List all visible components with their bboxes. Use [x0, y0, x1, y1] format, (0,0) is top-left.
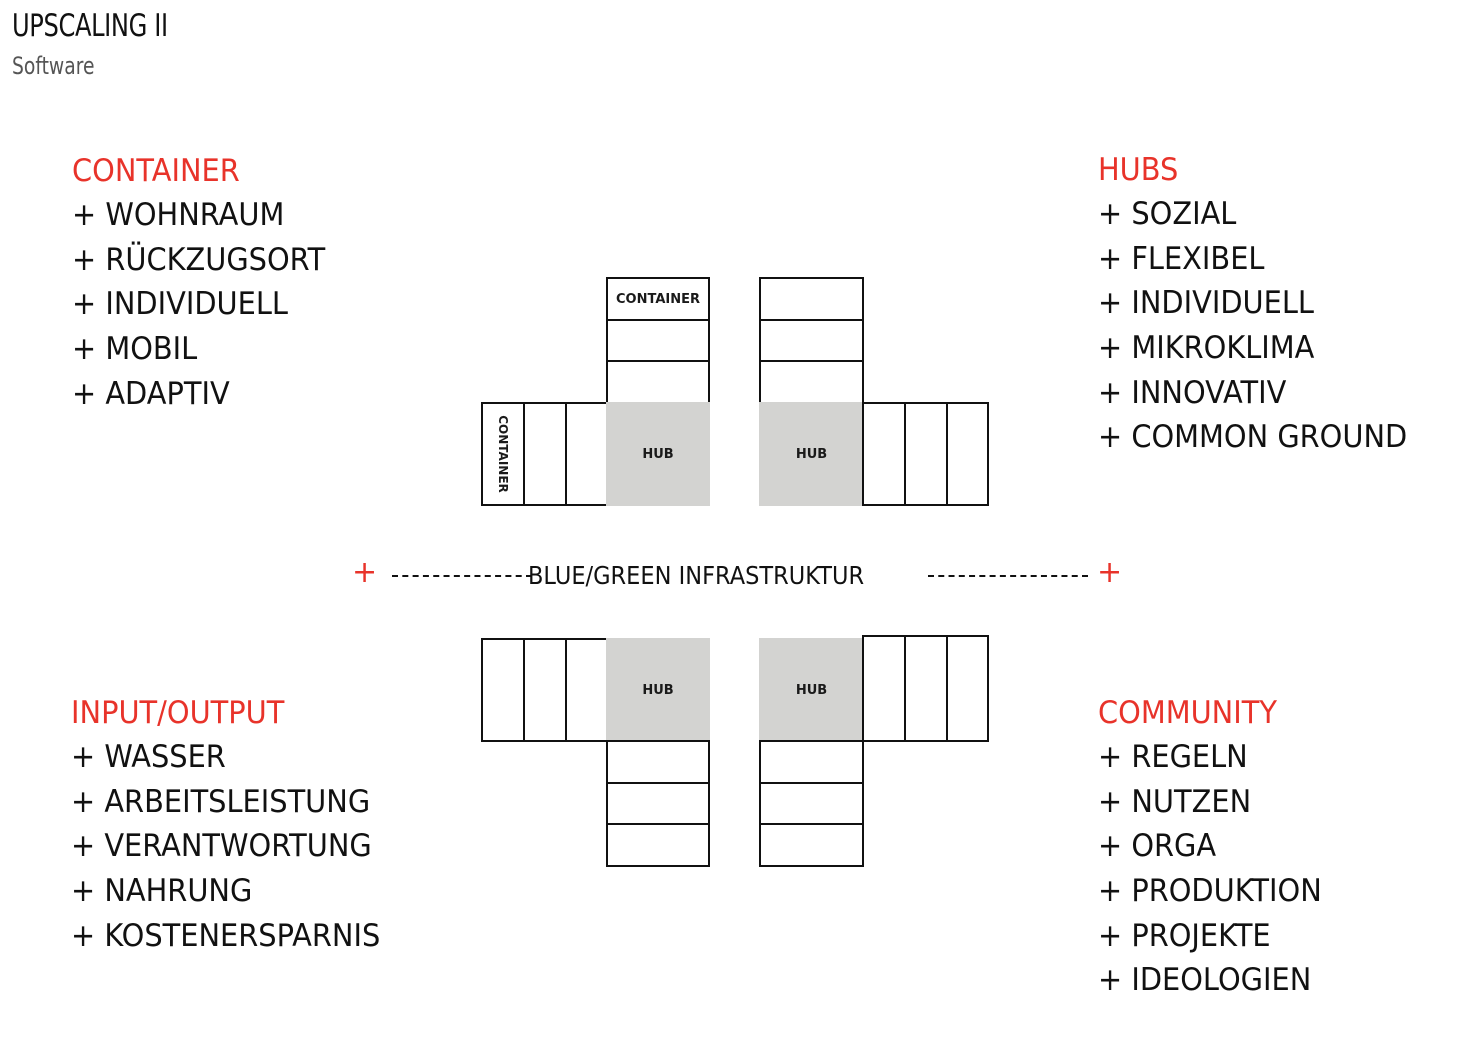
list-item: + KOSTENERSPARNIS: [71, 917, 381, 954]
list-item: + ARBEITSLEISTUNG: [71, 783, 371, 820]
container-cell: [946, 402, 989, 506]
container-list: + WOHNRAUM + RÜCKZUGSORT + INDIVIDUELL +…: [72, 193, 344, 416]
dashed-line-left: [392, 575, 532, 577]
hub-cell-label: HUB: [642, 682, 674, 698]
container-cell-label: CONTAINER: [496, 415, 511, 493]
list-item: + NAHRUNG: [71, 873, 253, 910]
list-item: + INDIVIDUELL: [72, 286, 288, 323]
page-title: UPSCALING II: [12, 8, 168, 44]
container-group: CONTAINER + WOHNRAUM + RÜCKZUGSORT + IND…: [72, 149, 344, 416]
community-group: COMMUNITY + REGELN + NUTZEN + ORGA + PRO…: [1098, 691, 1339, 1003]
container-cell: [862, 402, 906, 506]
list-item: + WOHNRAUM: [72, 197, 285, 233]
container-cell: [759, 740, 864, 784]
list-item: + ORGA: [1098, 828, 1217, 865]
container-cell: [606, 740, 710, 784]
hub-cell: HUB: [759, 402, 864, 506]
container-cell: [606, 360, 710, 404]
list-item: + MIKROKLIMA: [1098, 330, 1315, 367]
hubs-heading: HUBS: [1098, 152, 1179, 188]
community-heading: COMMUNITY: [1098, 695, 1277, 731]
container-cell: [759, 319, 864, 362]
container-cell: [606, 782, 710, 825]
input-output-list: + WASSER + ARBEITSLEISTUNG + VERANTWORTU…: [71, 735, 404, 958]
hub-cell: HUB: [606, 402, 710, 506]
list-item: + INNOVATIV: [1098, 374, 1287, 411]
infrastructure-connector: + BLUE/GREEN INFRASTRUKTUR +: [340, 555, 1140, 594]
container-cell: [523, 402, 567, 506]
list-item: + ADAPTIV: [72, 375, 230, 412]
list-item: + MOBIL: [72, 331, 198, 368]
hub-cell-label: HUB: [795, 446, 828, 462]
hub-cell-label: HUB: [795, 682, 828, 698]
container-cell: [481, 638, 525, 742]
container-cell: [565, 638, 608, 742]
container-cell: [523, 638, 567, 742]
infrastructure-label: BLUE/GREEN INFRASTRUKTUR: [528, 561, 865, 590]
container-cell: [904, 402, 948, 506]
dashed-line-right: [928, 575, 1088, 577]
list-item: + VERANTWORTUNG: [71, 828, 372, 865]
list-item: + IDEOLOGIEN: [1098, 962, 1312, 999]
hub-cell-label: HUB: [642, 446, 674, 462]
container-cell: [904, 635, 948, 742]
list-item: + COMMON GROUND: [1098, 419, 1408, 456]
input-output-heading: INPUT/OUTPUT: [71, 695, 285, 731]
container-cell: [759, 277, 864, 321]
page-subtitle: Software: [12, 52, 95, 80]
container-cell: [606, 319, 710, 362]
list-item: + REGELN: [1098, 739, 1248, 775]
list-item: + RÜCKZUGSORT: [72, 241, 326, 278]
input-output-group: INPUT/OUTPUT + WASSER + ARBEITSLEISTUNG …: [71, 691, 404, 958]
container-cell: [759, 782, 864, 825]
connector-plus-left: +: [352, 555, 378, 590]
community-list: + REGELN + NUTZEN + ORGA + PRODUKTION + …: [1098, 735, 1339, 1003]
connector-plus-right: +: [1097, 555, 1123, 590]
list-item: + PRODUKTION: [1098, 873, 1322, 910]
container-cell: CONTAINER: [481, 402, 525, 506]
list-item: + PROJEKTE: [1098, 917, 1271, 954]
container-cell: [565, 402, 608, 506]
list-item: + FLEXIBEL: [1098, 240, 1265, 277]
container-cell: CONTAINER: [606, 277, 710, 321]
list-item: + INDIVIDUELL: [1098, 285, 1314, 322]
hubs-group: HUBS + SOZIAL + FLEXIBEL + INDIVIDUELL +…: [1098, 148, 1431, 460]
hub-cell: HUB: [606, 638, 710, 742]
list-item: + SOZIAL: [1098, 196, 1237, 232]
container-cell-label: CONTAINER: [616, 291, 700, 307]
container-cell: [606, 823, 710, 867]
list-item: + NUTZEN: [1098, 783, 1252, 820]
container-cell: [862, 635, 906, 742]
hub-cell: HUB: [759, 638, 864, 742]
hubs-list: + SOZIAL + FLEXIBEL + INDIVIDUELL + MIKR…: [1098, 192, 1431, 460]
container-cell: [946, 635, 989, 742]
list-item: + WASSER: [71, 739, 226, 775]
container-heading: CONTAINER: [72, 153, 240, 189]
container-cell: [759, 823, 864, 867]
container-cell: [759, 360, 864, 404]
